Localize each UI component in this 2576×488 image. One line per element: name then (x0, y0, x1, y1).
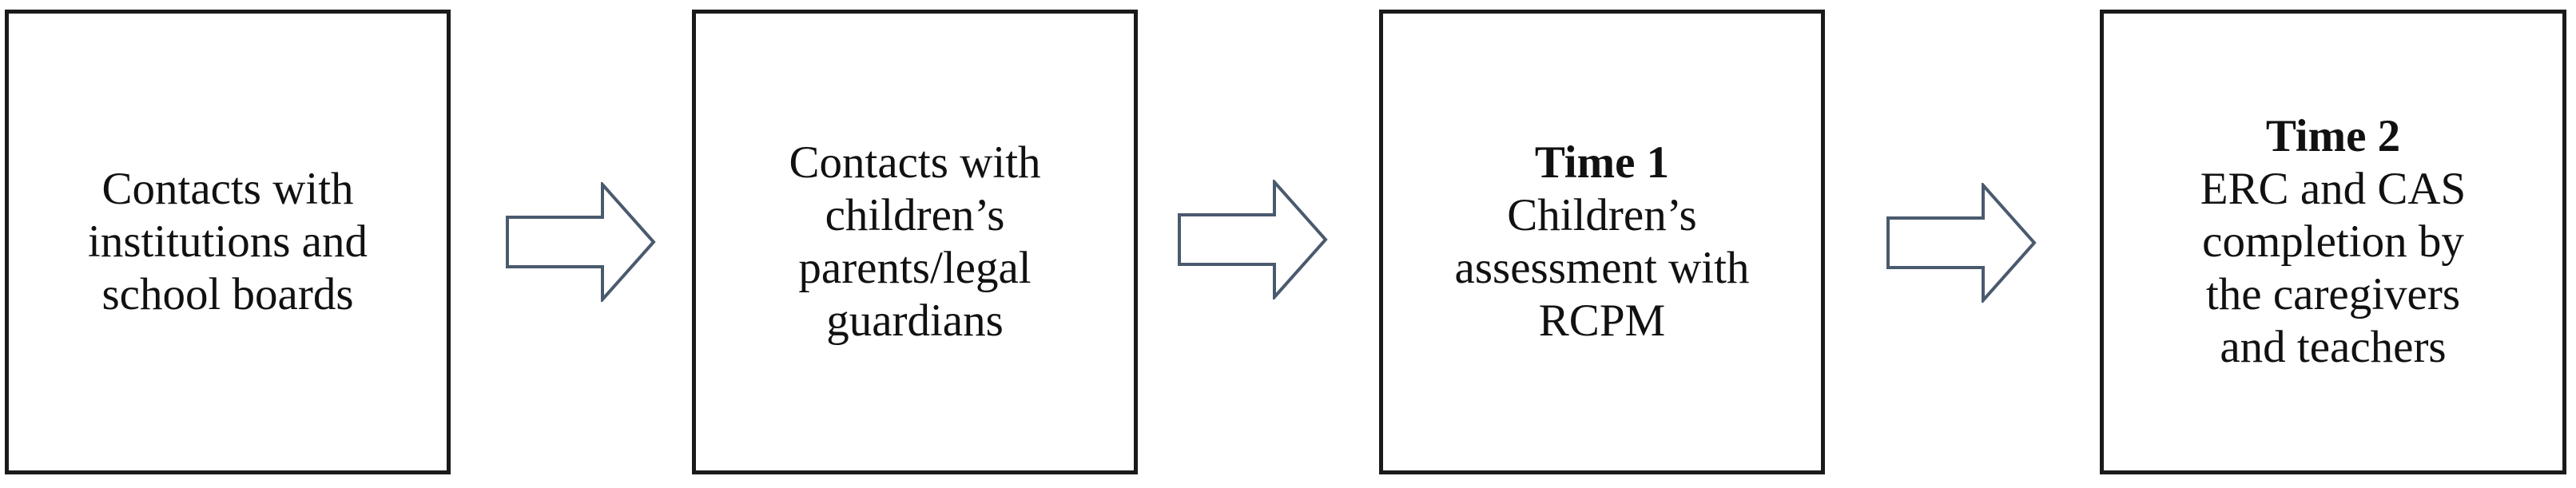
step-box-contacts-institutions: Contacts with institutions and school bo… (5, 10, 451, 474)
step-box-time-1: Time 1 Children’s assessment with RCPM (1379, 10, 1825, 474)
step-line: school boards (101, 269, 354, 319)
step-box-time-2: Time 2 ERC and CAS completion by the car… (2100, 10, 2566, 474)
step-line: guardians (826, 296, 1004, 346)
step-text: Time 2 ERC and CAS completion by the car… (2169, 110, 2498, 374)
step-line: Contacts with (101, 164, 354, 214)
right-arrow-icon (1178, 180, 1328, 300)
step-line: institutions and (88, 216, 368, 267)
step-line: RCPM (1538, 296, 1666, 346)
step-line: Children’s (1507, 190, 1697, 240)
step-line: children’s (825, 190, 1005, 240)
step-heading: Time 2 (2265, 111, 2401, 161)
step-line: assessment with (1454, 243, 1750, 293)
right-arrow-icon (1886, 183, 2037, 303)
step-box-contacts-parents: Contacts with children’s parents/legal g… (692, 10, 1138, 474)
step-line: completion by (2202, 216, 2464, 267)
step-text: Contacts with institutions and school bo… (56, 163, 400, 321)
step-line: parents/legal (798, 243, 1032, 293)
right-arrow-icon (506, 182, 656, 302)
step-line: Contacts with (789, 137, 1041, 188)
step-line: the caregivers (2205, 269, 2461, 319)
step-text: Time 1 Children’s assessment with RCPM (1423, 137, 1782, 347)
step-text: Contacts with children’s parents/legal g… (757, 137, 1072, 347)
step-line: and teachers (2220, 322, 2447, 372)
step-line: ERC and CAS (2200, 164, 2467, 214)
step-heading: Time 1 (1534, 137, 1670, 188)
